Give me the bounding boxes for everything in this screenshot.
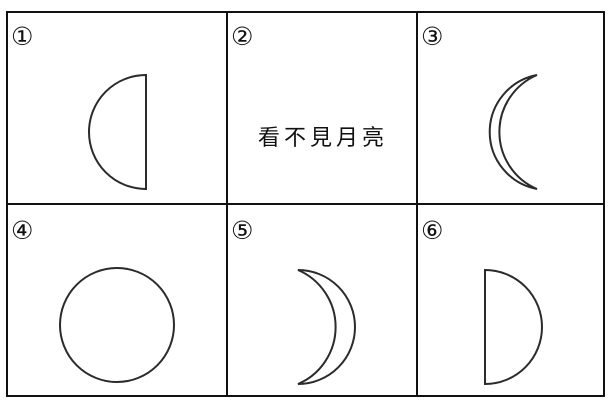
moon-shape-3 [488,74,538,190]
cell-label-4: ④ [11,216,34,245]
cell-label-5: ⑤ [231,216,254,245]
moon-shape-4 [59,267,175,383]
cell-label-6: ⑥ [421,216,444,245]
moon-shape-6 [484,268,543,386]
moon-shape-1 [88,73,147,191]
new-moon-text: 看不見月亮 [257,126,388,151]
cell-label-1: ① [11,22,34,51]
cell-label-2: ② [231,22,254,51]
moon-shape-5 [297,269,356,385]
cell-label-3: ③ [421,22,444,51]
